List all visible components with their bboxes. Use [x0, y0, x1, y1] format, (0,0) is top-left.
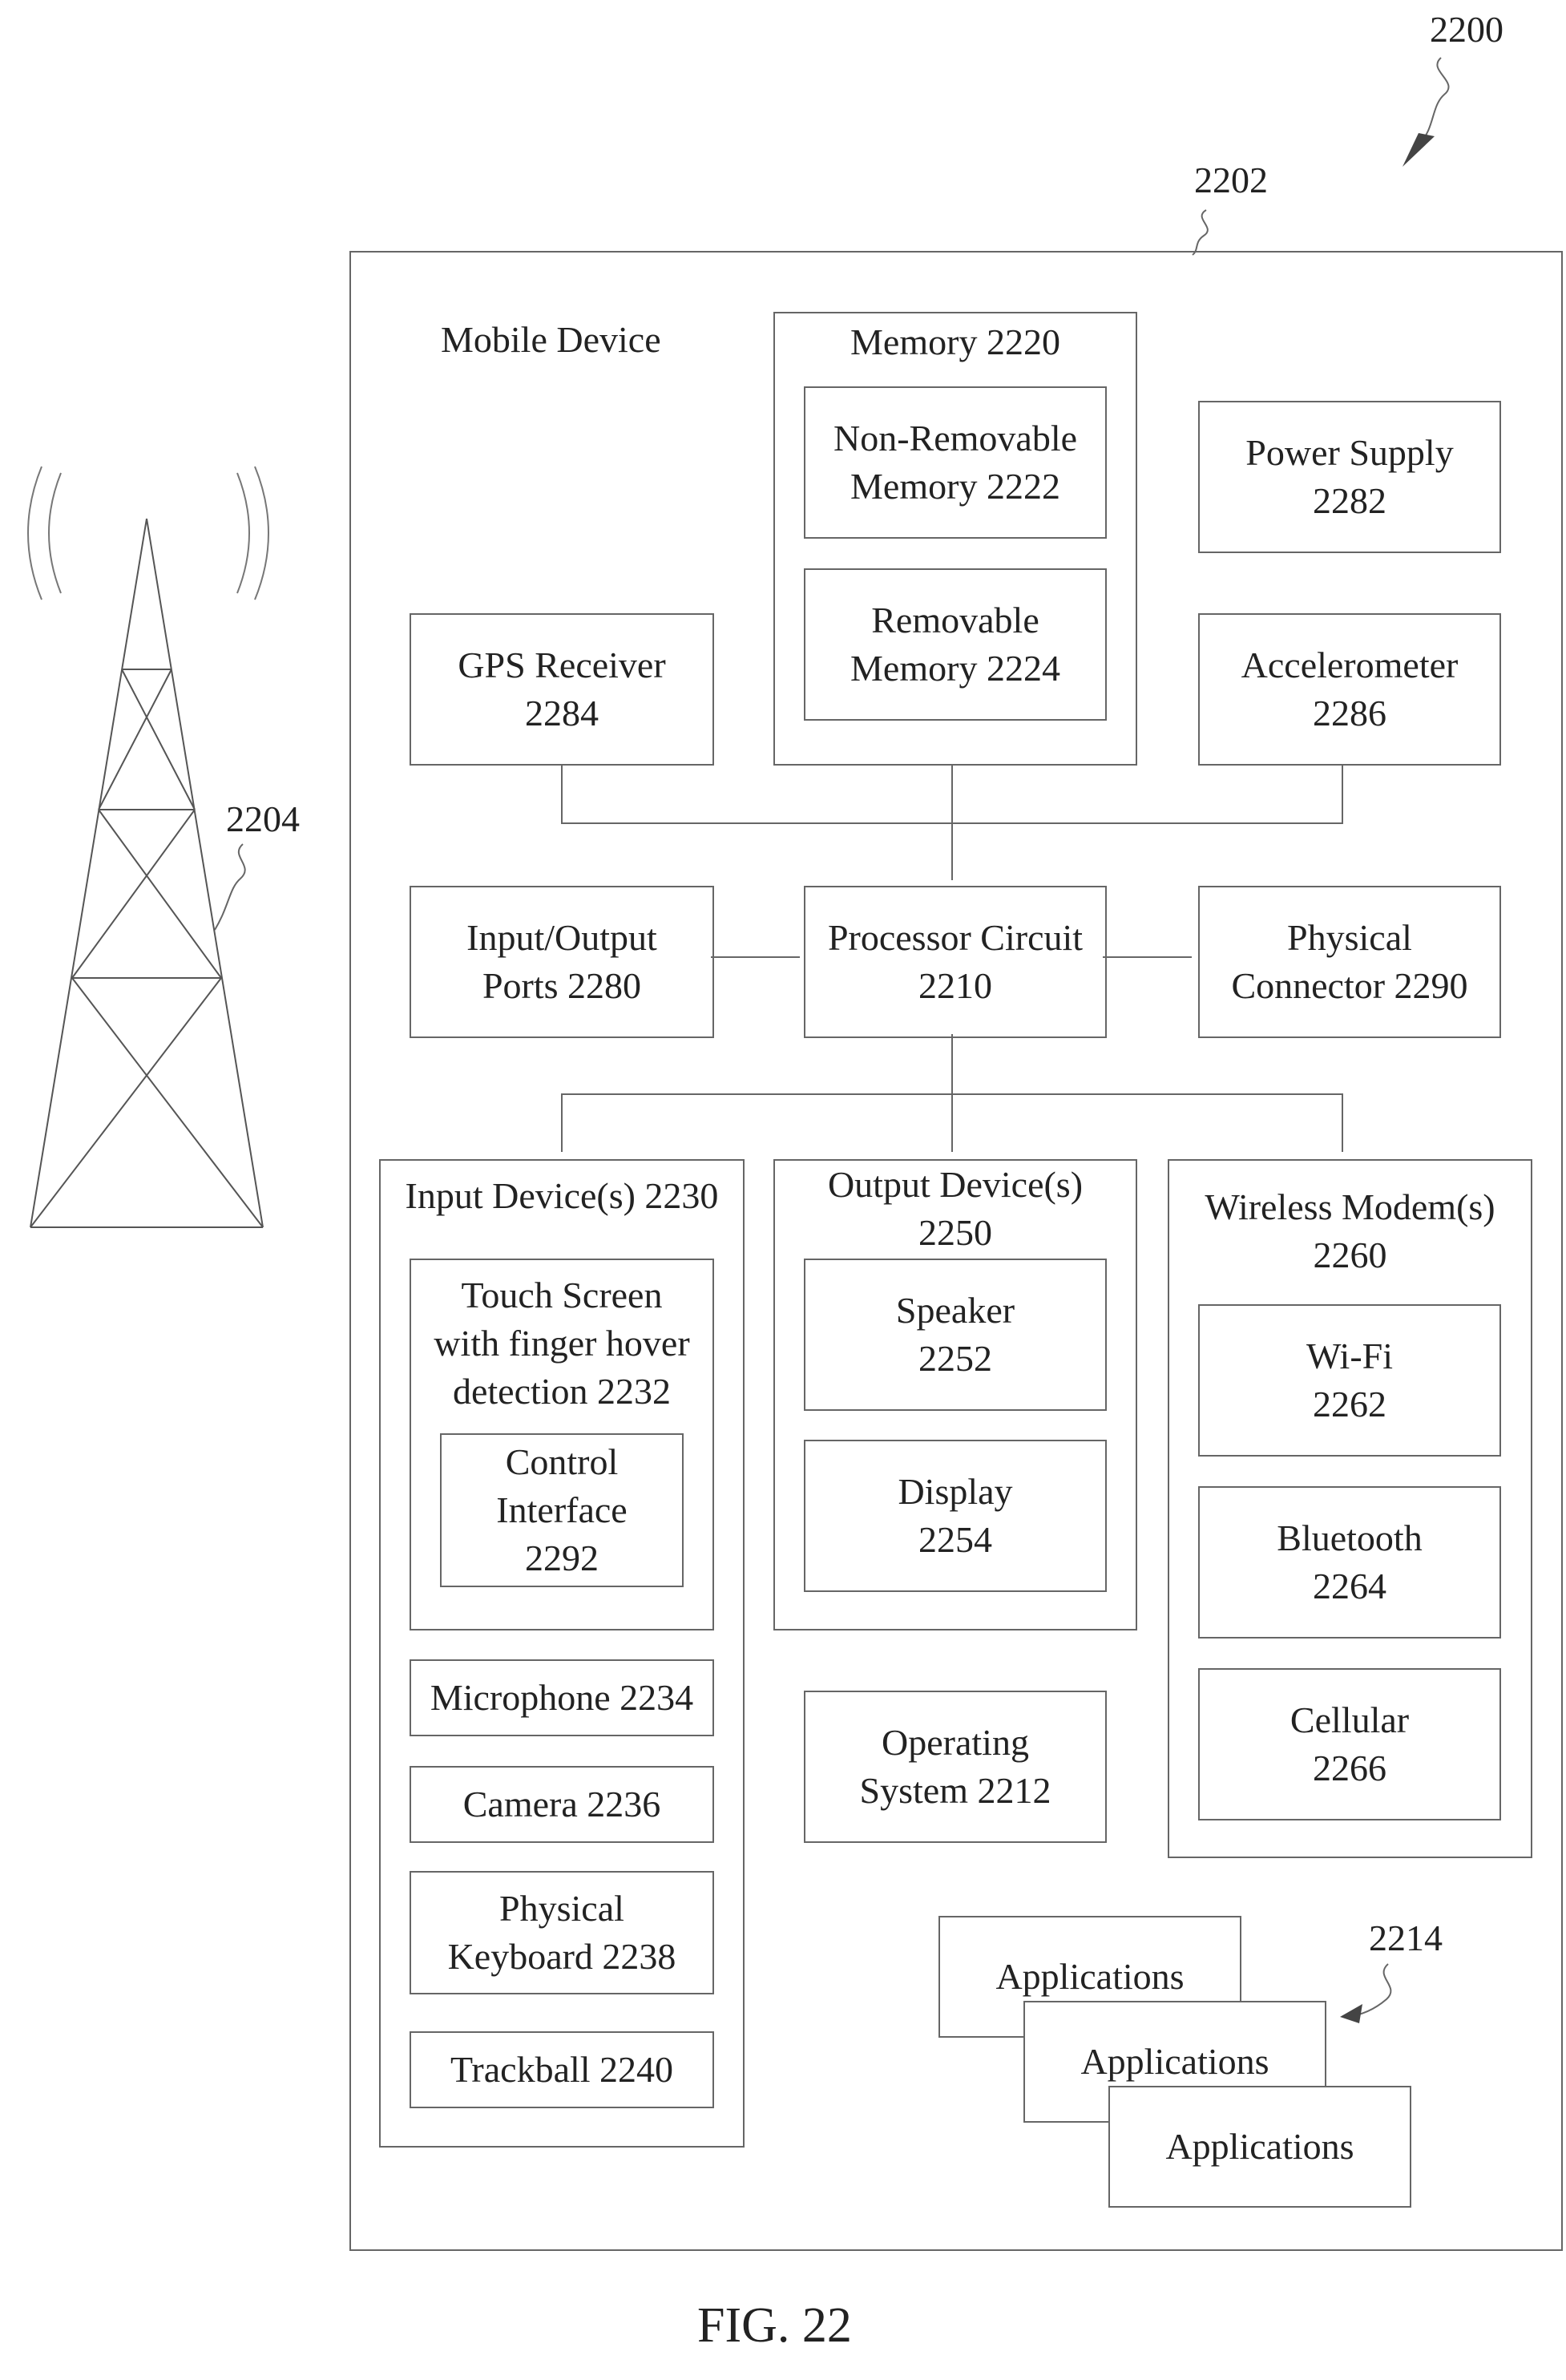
input-devices-title: Input Device(s) 2230: [406, 1172, 719, 1220]
memory-title: Memory 2220: [850, 318, 1060, 366]
ref-number-2200: 2200: [1430, 10, 1503, 50]
mobile-device-title: Mobile Device: [441, 317, 661, 362]
power-supply-box: Power Supply 2282: [1198, 401, 1501, 553]
speaker-box: Speaker 2252: [804, 1259, 1107, 1411]
physical-keyboard-box: Physical Keyboard 2238: [410, 1871, 714, 1994]
gps-receiver-box: GPS Receiver 2284: [410, 613, 714, 766]
accelerometer-box: Accelerometer 2286: [1198, 613, 1501, 766]
cell-tower-icon: [30, 519, 263, 1227]
figure-caption: FIG. 22: [697, 2297, 852, 2354]
microphone-box: Microphone 2234: [410, 1659, 714, 1736]
control-interface-box: Control Interface 2292: [440, 1433, 684, 1587]
physical-connector-box: Physical Connector 2290: [1198, 886, 1501, 1038]
cellular-box: Cellular 2266: [1198, 1668, 1501, 1820]
processor-circuit-box: Processor Circuit 2210: [804, 886, 1107, 1038]
ref-leader-2202: [1193, 210, 1208, 255]
io-ports-box: Input/Output Ports 2280: [410, 886, 714, 1038]
display-box: Display 2254: [804, 1440, 1107, 1592]
ref-number-2204: 2204: [226, 799, 300, 839]
applications-box: Applications: [1108, 2086, 1411, 2208]
ref-leader-2200: [1420, 58, 1449, 143]
ref-number-2202: 2202: [1194, 160, 1268, 200]
bluetooth-box: Bluetooth 2264: [1198, 1486, 1501, 1639]
non-removable-memory-box: Non-Removable Memory 2222: [804, 386, 1107, 539]
ref-arrow-2200: [1403, 133, 1435, 167]
removable-memory-box: Removable Memory 2224: [804, 568, 1107, 721]
wifi-box: Wi-Fi 2262: [1198, 1304, 1501, 1457]
trackball-box: Trackball 2240: [410, 2031, 714, 2108]
operating-system-box: Operating System 2212: [804, 1691, 1107, 1843]
camera-box: Camera 2236: [410, 1766, 714, 1843]
ref-leader-2204: [215, 844, 245, 930]
